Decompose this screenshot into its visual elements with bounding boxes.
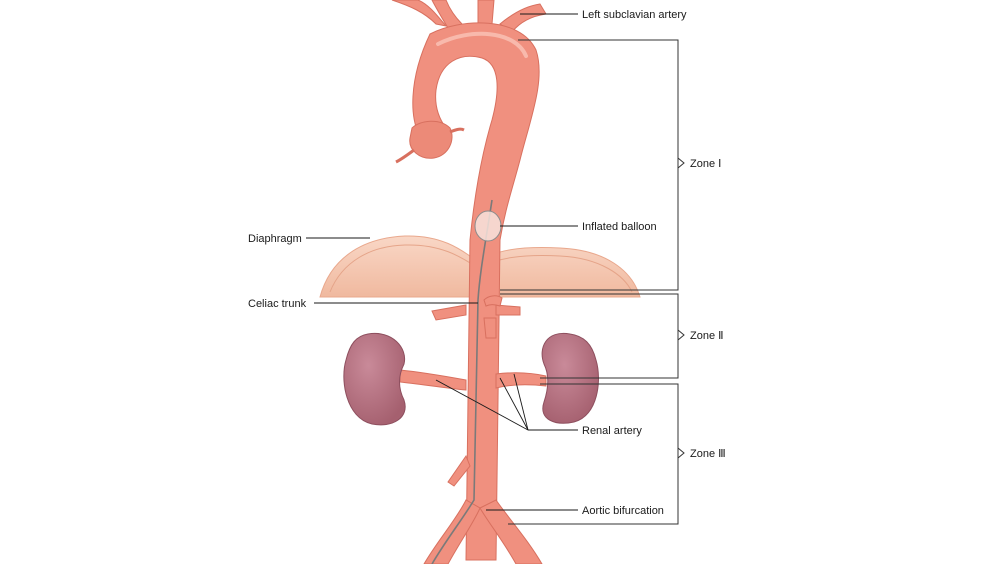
diaphragm-label: Diaphragm [248,233,302,245]
zone-1-label: Zone Ⅰ [690,158,721,170]
leader-lines [306,13,578,511]
zone-brackets [500,39,685,525]
zone-3-label: Zone Ⅲ [690,448,726,460]
inflated-balloon-shape [474,210,502,242]
renal-artery-label: Renal artery [582,425,642,437]
zone-2-label: Zone Ⅱ [690,330,724,342]
celiac-trunk-label: Celiac trunk [248,298,307,310]
left-kidney [343,332,406,426]
aortic-bifurcation-label: Aortic bifurcation [582,505,664,517]
inflated-balloon-label: Inflated balloon [582,221,657,233]
aorta [391,0,547,564]
left-subclavian-artery-label: Left subclavian artery [582,9,687,21]
